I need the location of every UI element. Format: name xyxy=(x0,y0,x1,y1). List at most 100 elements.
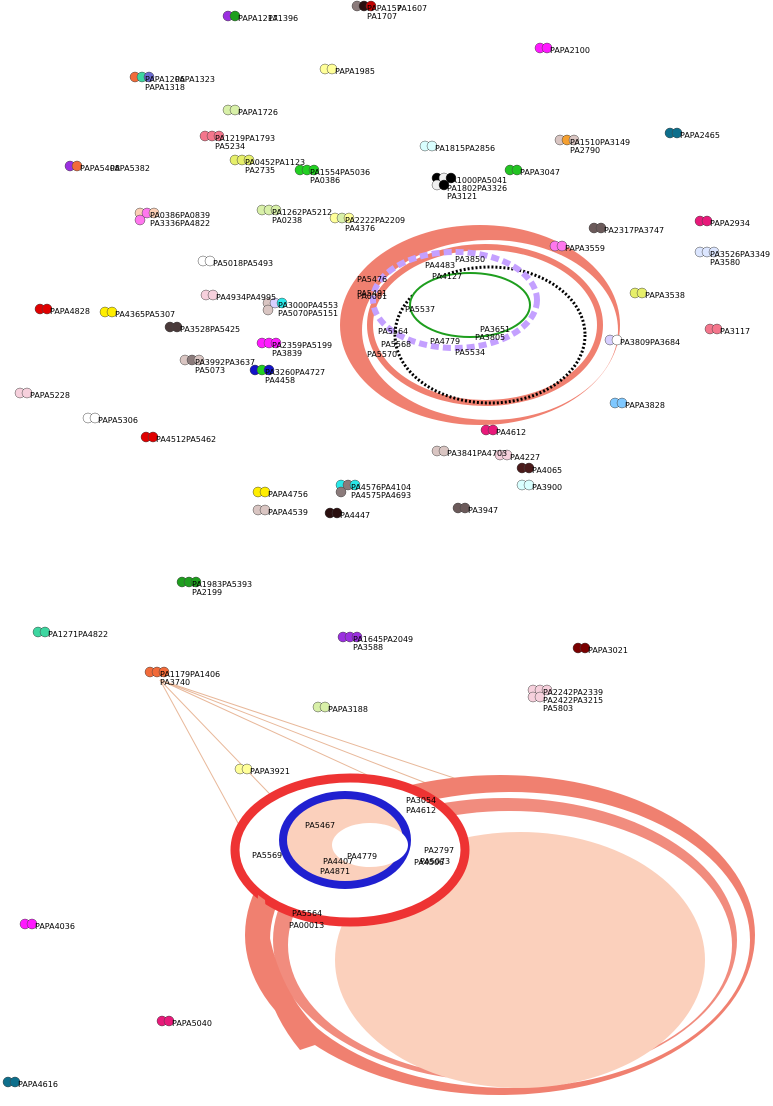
graph-node[interactable] xyxy=(595,222,607,234)
graph-node[interactable] xyxy=(541,42,553,54)
graph-node[interactable] xyxy=(326,63,338,75)
graph-node[interactable] xyxy=(308,164,320,176)
graph-node[interactable] xyxy=(213,130,225,142)
node-label: PA3349 xyxy=(740,250,770,259)
graph-node[interactable] xyxy=(351,631,363,643)
graph-node[interactable] xyxy=(9,1076,21,1088)
graph-node[interactable] xyxy=(71,160,83,172)
graph-node[interactable] xyxy=(487,424,499,436)
graph-node[interactable] xyxy=(501,449,513,461)
upper-spiral-cluster xyxy=(340,225,620,425)
graph-node[interactable] xyxy=(701,215,713,227)
graph-node[interactable] xyxy=(343,212,355,224)
graph-node[interactable] xyxy=(204,255,216,267)
spiral-node-label: PA3805 xyxy=(475,333,505,342)
graph-node[interactable] xyxy=(534,691,546,703)
graph-node[interactable] xyxy=(89,412,101,424)
graph-edge xyxy=(159,679,471,801)
graph-node[interactable] xyxy=(270,204,282,216)
graph-node[interactable] xyxy=(556,240,568,252)
graph-node[interactable] xyxy=(568,134,580,146)
graph-node[interactable] xyxy=(523,462,535,474)
graph-node[interactable] xyxy=(147,431,159,443)
node-label: PA2359 xyxy=(272,341,302,350)
graph-node[interactable] xyxy=(39,626,51,638)
node-label: PA0452 xyxy=(245,158,275,167)
node-label: PA3841 xyxy=(447,449,477,458)
node-label: PA4447 xyxy=(340,511,370,520)
graph-node[interactable] xyxy=(207,289,219,301)
graph-node[interactable] xyxy=(319,701,331,713)
node-label: PAPA3021 xyxy=(588,646,628,655)
spiral-node-label: PA3850 xyxy=(455,255,485,264)
graph-node[interactable] xyxy=(438,445,450,457)
graph-node[interactable] xyxy=(143,71,155,83)
node-label: PA1179 xyxy=(160,670,190,679)
graph-node[interactable] xyxy=(163,1015,175,1027)
graph-node[interactable] xyxy=(636,287,648,299)
graph-node[interactable] xyxy=(671,127,683,139)
graph-node[interactable] xyxy=(263,364,275,376)
node-label: PA1123 xyxy=(275,158,305,167)
node-label: PA5212 xyxy=(302,208,332,217)
graph-node[interactable] xyxy=(229,10,241,22)
graph-node[interactable] xyxy=(541,684,553,696)
spiral-node-label: PA5467 xyxy=(305,821,335,830)
graph-node[interactable] xyxy=(616,397,628,409)
graph-node[interactable] xyxy=(426,140,438,152)
node-label: PA3149 xyxy=(600,138,630,147)
graph-node[interactable] xyxy=(276,297,288,309)
graph-node[interactable] xyxy=(243,154,255,166)
spiral-node-label: PA4779 xyxy=(347,852,377,861)
graph-node[interactable] xyxy=(190,576,202,588)
node-label: PA1000 xyxy=(447,176,477,185)
spiral-node-label: PA5564 xyxy=(292,909,322,918)
graph-node[interactable] xyxy=(259,504,271,516)
spiral-node-label: PA5564 xyxy=(378,327,408,336)
node-label: PA1271 xyxy=(48,630,78,639)
node-label: PA4065 xyxy=(532,466,562,475)
spiral-node-label: PA4483 xyxy=(425,261,455,270)
graph-node[interactable] xyxy=(148,207,160,219)
graph-node[interactable] xyxy=(106,306,118,318)
node-label: PA1793 xyxy=(245,134,275,143)
graph-node[interactable] xyxy=(445,172,457,184)
node-label: PAPA4756 xyxy=(268,490,308,499)
graph-node[interactable] xyxy=(438,179,450,191)
graph-node[interactable] xyxy=(523,479,535,491)
graph-node[interactable] xyxy=(459,502,471,514)
graph-node[interactable] xyxy=(171,321,183,333)
graph-node[interactable] xyxy=(708,246,720,258)
graph-node[interactable] xyxy=(259,486,271,498)
node-label: PA2790 xyxy=(570,146,600,155)
node-label: PAPA2934 xyxy=(710,219,750,228)
node-label: PA0839 xyxy=(180,211,210,220)
node-label: PA5462 xyxy=(186,435,216,444)
graph-node[interactable] xyxy=(41,303,53,315)
graph-node[interactable] xyxy=(579,642,591,654)
graph-node[interactable] xyxy=(134,214,146,226)
node-label: PAPA4539 xyxy=(268,508,308,517)
graph-node[interactable] xyxy=(262,304,274,316)
graph-node[interactable] xyxy=(711,323,723,335)
graph-node[interactable] xyxy=(335,486,347,498)
graph-node[interactable] xyxy=(241,763,253,775)
graph-node[interactable] xyxy=(21,387,33,399)
graph-node[interactable] xyxy=(26,918,38,930)
graph-node[interactable] xyxy=(229,104,241,116)
edges-layer xyxy=(159,679,491,846)
graph-node[interactable] xyxy=(270,337,282,349)
node-label: PA1815 xyxy=(435,144,465,153)
graph-node[interactable] xyxy=(365,0,377,12)
graph-node[interactable] xyxy=(331,507,343,519)
spiral-node-label: PA4779 xyxy=(430,337,460,346)
node-label: PAPA1217 xyxy=(238,14,278,23)
graph-node[interactable] xyxy=(611,334,623,346)
graph-node[interactable] xyxy=(158,666,170,678)
node-label: PAPA5040 xyxy=(172,1019,212,1028)
graph-node[interactable] xyxy=(511,164,523,176)
graph-node[interactable] xyxy=(349,479,361,491)
spiral-node-label: PA5537 xyxy=(405,305,435,314)
graph-node[interactable] xyxy=(193,354,205,366)
